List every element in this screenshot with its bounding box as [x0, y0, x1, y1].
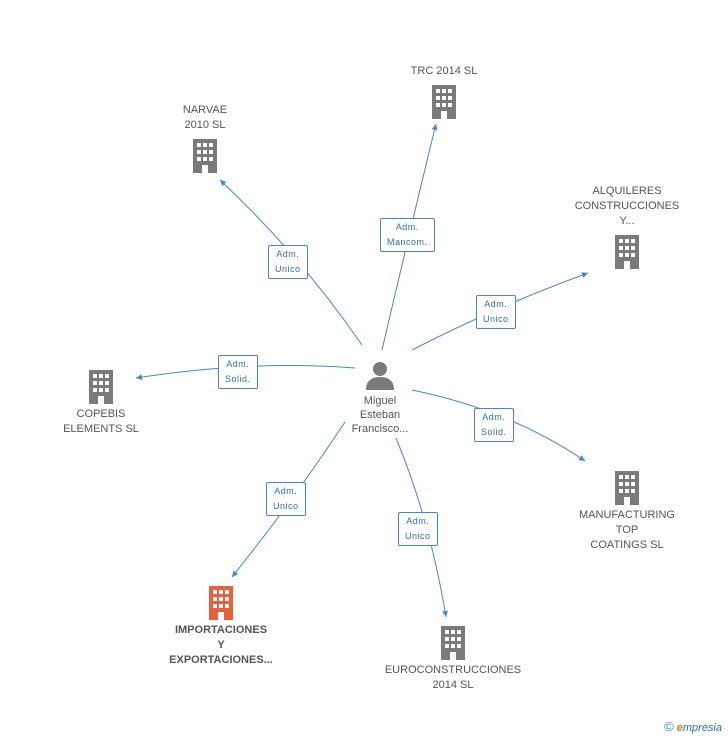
company-narvae[interactable]: NARVAE 2010 SL	[160, 103, 250, 173]
company-label: ALQUILERES CONSTRUCCIONES Y...	[574, 185, 680, 227]
role-badge-trc[interactable]: Adm. Mancom.	[380, 218, 435, 252]
company-euroconstrucciones[interactable]: EUROCONSTRUCCIONES 2014 SL	[378, 624, 528, 693]
role-badge-copebis[interactable]: Adm. Solid.	[218, 355, 258, 389]
building-icon	[615, 235, 639, 269]
company-copebis[interactable]: COPEBIS ELEMENTS SL	[56, 368, 146, 437]
building-icon	[89, 370, 113, 404]
building-icon	[193, 139, 217, 173]
role-badge-alquileres[interactable]: Adm. Unico	[476, 295, 516, 329]
brand-letter: e	[676, 722, 683, 734]
person-icon	[366, 362, 394, 390]
company-trc[interactable]: TRC 2014 SL	[394, 64, 494, 119]
company-label: MANUFACTURING TOP COATINGS SL	[579, 509, 675, 551]
building-icon	[441, 626, 465, 660]
brand-footer[interactable]: © empresia	[664, 719, 722, 734]
role-badge-manufacturing[interactable]: Adm. Solid.	[474, 408, 514, 442]
company-importaciones[interactable]: IMPORTACIONES Y EXPORTACIONES...	[156, 584, 286, 668]
brand-name: mpresia	[682, 722, 722, 734]
company-label: NARVAE 2010 SL	[182, 104, 228, 131]
company-label: EUROCONSTRUCCIONES 2014 SL	[384, 664, 522, 691]
copyright-symbol: ©	[664, 719, 674, 734]
company-manufacturing[interactable]: MANUFACTURING TOP COATINGS SL	[572, 469, 682, 553]
building-icon	[615, 471, 639, 505]
company-alquileres[interactable]: ALQUILERES CONSTRUCCIONES Y...	[572, 184, 682, 269]
role-badge-importaciones[interactable]: Adm. Unico	[266, 482, 306, 516]
role-badge-narvae[interactable]: Adm. Unico	[268, 245, 308, 279]
building-icon	[209, 586, 233, 620]
company-label: TRC 2014 SL	[410, 65, 478, 77]
building-icon	[432, 85, 456, 119]
person-name: Miguel Esteban Francisco...	[351, 395, 409, 435]
role-badge-euroconstrucciones[interactable]: Adm. Unico	[398, 512, 438, 546]
center-person[interactable]: Miguel Esteban Francisco...	[338, 360, 422, 436]
company-label: COPEBIS ELEMENTS SL	[63, 408, 139, 435]
company-label: IMPORTACIONES Y EXPORTACIONES...	[169, 624, 273, 666]
